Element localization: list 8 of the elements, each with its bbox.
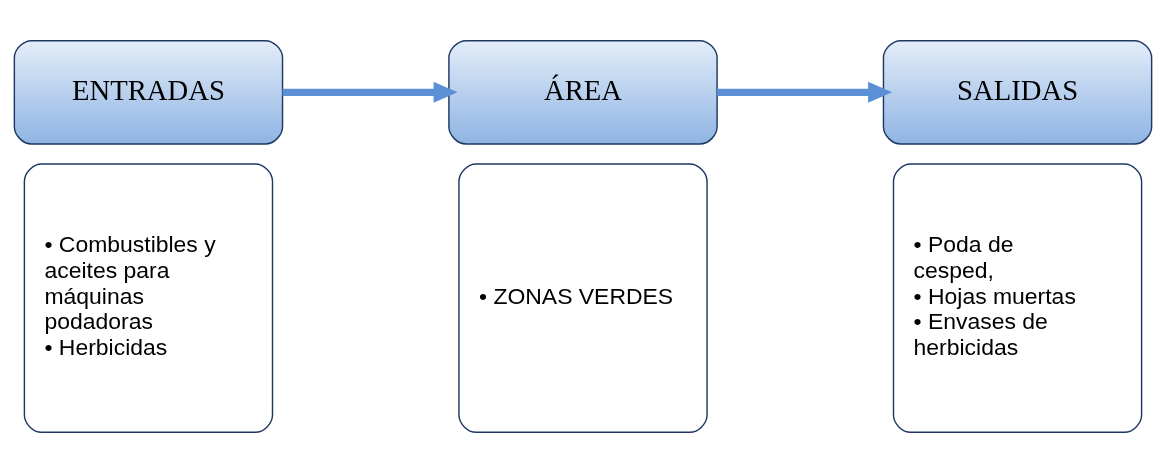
arrow <box>717 81 893 103</box>
node-box: • Combustibles y aceites para máquinas podadoras • Herbicidas <box>23 163 274 433</box>
arrow <box>282 81 458 103</box>
node-box: SALIDAS <box>882 40 1153 145</box>
node-box: • Poda de cesped, • Hojas muertas • Envases de herbicidas <box>892 163 1143 433</box>
node-box: ÁREA <box>448 40 718 145</box>
node-box: • ZONAS VERDES <box>458 163 708 433</box>
node-box: ENTRADAS <box>13 40 284 145</box>
